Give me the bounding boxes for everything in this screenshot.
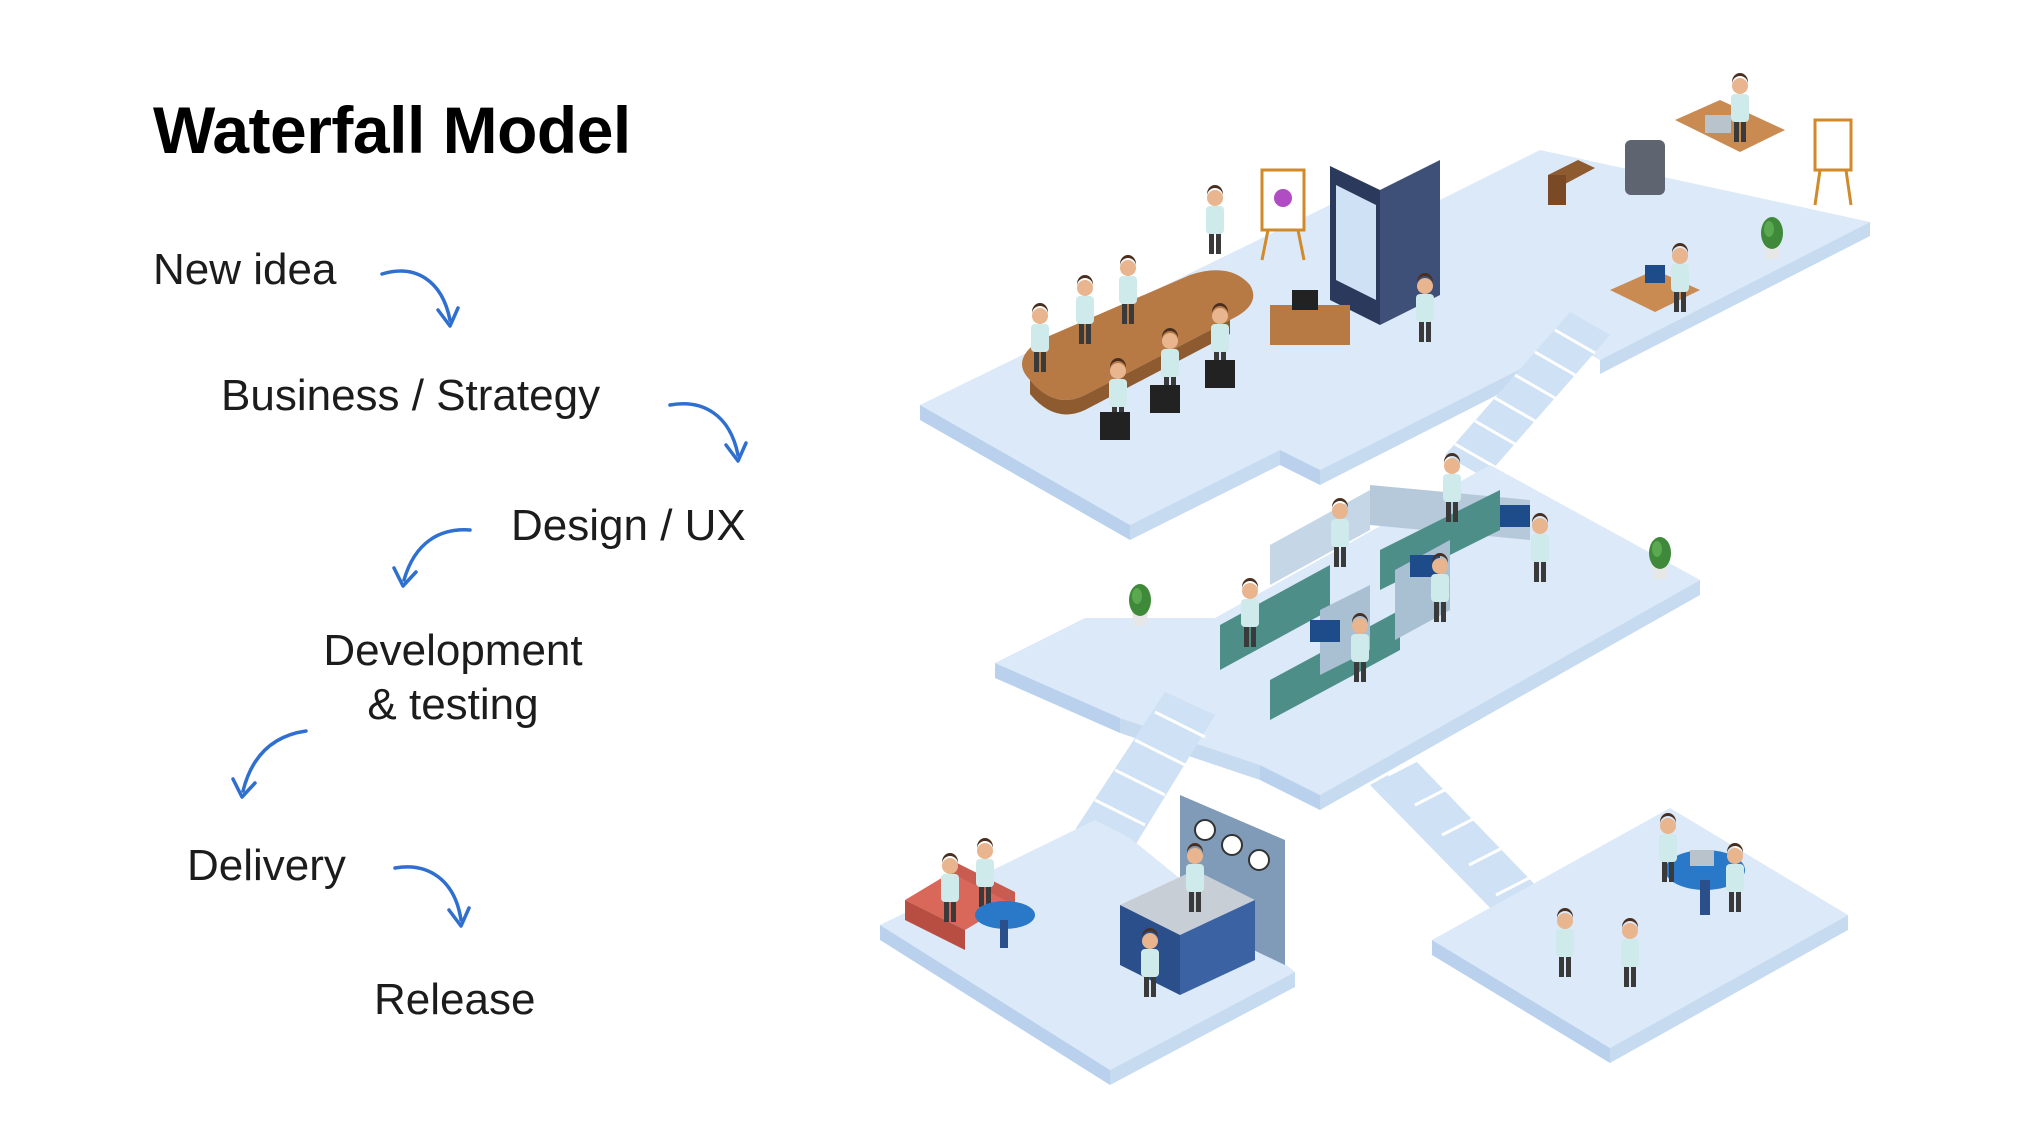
meeting-room-icon [1022, 185, 1254, 440]
isometric-office-illustration [880, 73, 1870, 1085]
flow-arrow-3-icon [392, 528, 472, 588]
sofa-icon [905, 838, 1035, 950]
step-development-testing-label: Development& testing [323, 626, 583, 729]
presentation-board-icon [1260, 160, 1440, 345]
office-desks-icon [1548, 73, 1853, 312]
step-business-strategy: Business / Strategy [221, 371, 601, 420]
step-development-testing: Development& testing [298, 624, 608, 732]
handshake-icon [1556, 813, 1745, 987]
step-delivery: Delivery [187, 841, 346, 890]
stairs-icon [1370, 750, 1545, 918]
flow-arrow-4-icon [231, 729, 308, 799]
step-design-ux: Design / UX [511, 501, 746, 550]
page-title: Waterfall Model [153, 93, 631, 167]
step-release: Release [374, 975, 536, 1024]
top-floor [920, 150, 1870, 540]
wall-clock-icon [1194, 819, 1270, 871]
flow-arrow-1-icon [380, 269, 460, 328]
flow-arrow-2-icon [668, 402, 748, 463]
flow-arrow-5-icon [393, 865, 471, 928]
cubicles-icon [1129, 453, 1671, 720]
step-new-idea: New idea [153, 245, 337, 294]
stairs-icon [1445, 312, 1610, 478]
